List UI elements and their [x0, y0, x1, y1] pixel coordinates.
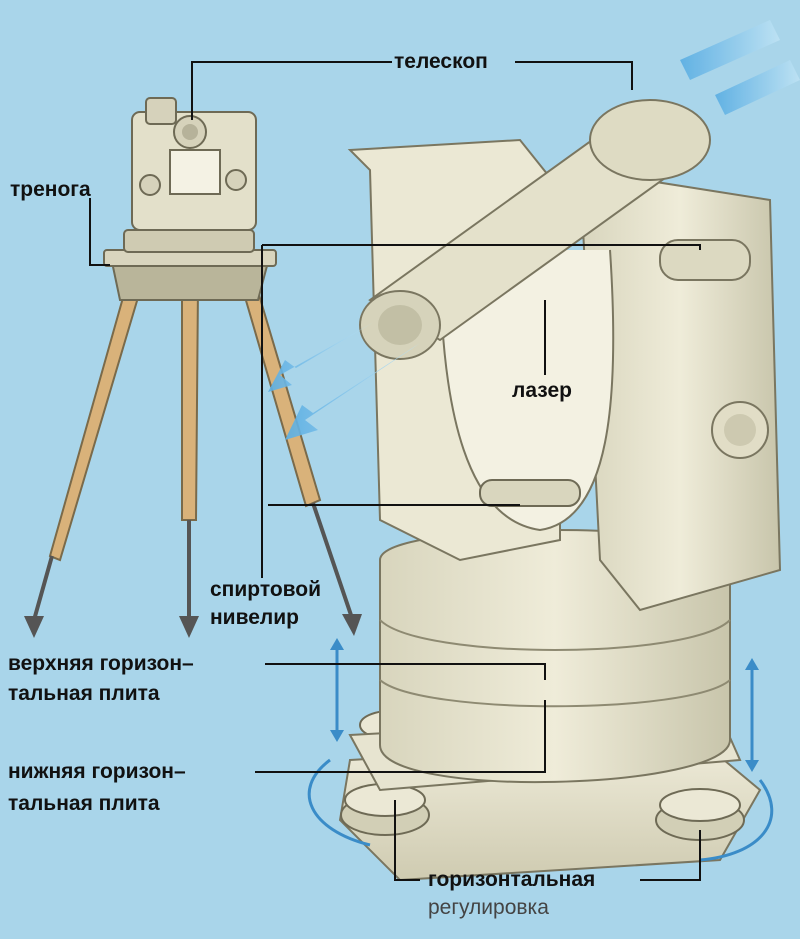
tripod-head	[110, 261, 270, 301]
label-lower-plate-line2: тальная плита	[8, 792, 160, 815]
label-upper-plate-line1: верхняя горизон–	[8, 652, 194, 675]
label-spirit-level-line1: спиртовой	[210, 578, 322, 601]
telescope	[359, 99, 751, 360]
leader-lines	[89, 61, 701, 881]
label-horizontal-adjust-line1: горизонтальная	[428, 868, 596, 891]
tripod-legs	[32, 276, 354, 621]
label-tripod: тренога	[10, 178, 91, 201]
label-horizontal-adjust-line2: регулировка	[428, 896, 549, 919]
spirit-level-vial	[479, 479, 581, 507]
adjustment-arrows	[307, 650, 774, 862]
tripod-instrument	[24, 97, 362, 638]
laser-beams	[268, 20, 800, 440]
label-laser: лазер	[512, 379, 572, 402]
label-telescope: телескоп	[394, 50, 488, 73]
label-upper-plate-line2: тальная плита	[8, 682, 160, 705]
adjustment-arrowheads	[330, 638, 759, 772]
label-spirit-level-line2: нивелир	[210, 606, 299, 629]
label-lower-plate-line1: нижняя горизон–	[8, 760, 186, 783]
theodolite-main	[338, 99, 782, 882]
tripod-feet	[24, 614, 362, 638]
